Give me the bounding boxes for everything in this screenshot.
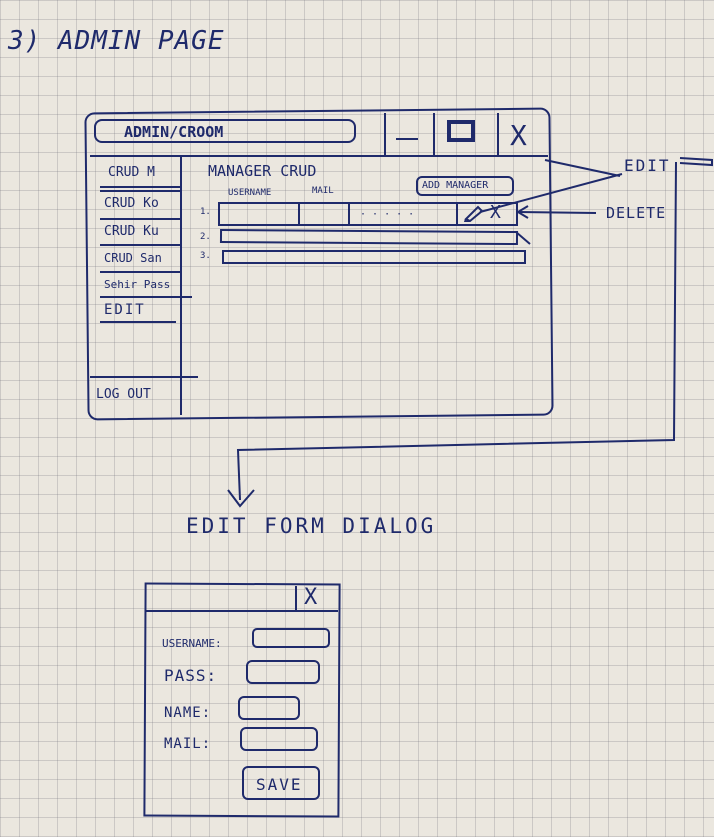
- cell-divider: [456, 202, 458, 226]
- cell-divider: [298, 202, 300, 226]
- row-cell: [218, 202, 518, 226]
- add-manager-label: ADD MANAGER: [422, 180, 489, 191]
- add-manager-button[interactable]: ADD MANAGER: [416, 176, 514, 196]
- logout-divider: [90, 376, 198, 378]
- sidebar-item-sehir-pass[interactable]: Sehir Pass: [100, 274, 192, 298]
- form-row-pass: PASS:: [160, 660, 336, 688]
- sidebar-item-edit[interactable]: EDIT: [100, 299, 176, 323]
- sidebar-item-label: CRUD San: [104, 251, 162, 265]
- mail-field[interactable]: [240, 727, 318, 751]
- cell-divider: [348, 202, 350, 226]
- pass-field[interactable]: [246, 660, 320, 684]
- table-row[interactable]: 2.: [200, 228, 522, 246]
- row-index: 1.: [200, 207, 211, 217]
- row-index: 2.: [200, 232, 211, 242]
- sidebar-item-label: Sehir Pass: [104, 278, 171, 291]
- save-label: SAVE: [256, 775, 303, 794]
- section-title: MANAGER CRUD: [208, 162, 317, 180]
- address-bar[interactable]: ADMIN/CROOM: [94, 119, 356, 143]
- sidebar-item-label: EDIT: [104, 302, 146, 318]
- form-row-mail: MAIL:: [160, 727, 336, 755]
- sidebar-item-crud-m[interactable]: CRUD M: [100, 160, 180, 188]
- sidebar-item-label: CRUD M: [108, 165, 155, 180]
- username-label: USERNAME:: [162, 637, 222, 650]
- column-header-mail: MAIL: [312, 186, 334, 196]
- sidebar-item-crud-san[interactable]: CRUD San: [100, 247, 180, 273]
- row-index: 3.: [200, 251, 211, 261]
- dialog-close-button[interactable]: X: [304, 585, 318, 610]
- logout-label: LOG OUT: [96, 387, 151, 402]
- control-divider: [384, 113, 386, 155]
- title-bar-divider: [90, 155, 548, 157]
- username-field[interactable]: [252, 628, 330, 648]
- sidebar-item-label: CRUD Ko: [104, 196, 159, 211]
- address-text: ADMIN/CROOM: [124, 123, 224, 141]
- name-field[interactable]: [238, 696, 300, 720]
- form-row-name: NAME:: [160, 696, 336, 724]
- mail-label: MAIL:: [164, 736, 212, 752]
- delete-annotation: DELETE: [606, 204, 667, 222]
- control-divider: [497, 113, 499, 155]
- name-label: NAME:: [164, 705, 212, 721]
- row-dots: · · · · ·: [360, 209, 415, 220]
- table-row[interactable]: 1. · · · · · X: [200, 200, 518, 226]
- save-button[interactable]: SAVE: [242, 766, 320, 800]
- minimize-button[interactable]: [388, 118, 432, 152]
- sidebar-item-crud-ku[interactable]: CRUD Ku: [100, 220, 180, 246]
- sidebar-item-label: CRUD Ku: [104, 224, 159, 239]
- sidebar-divider: [180, 157, 182, 415]
- pass-label: PASS:: [164, 666, 218, 685]
- dialog-close-divider: [295, 586, 297, 610]
- dialog-title-divider: [146, 610, 338, 612]
- maximize-icon: [447, 120, 475, 142]
- control-divider: [433, 113, 435, 155]
- page-heading: 3) ADMIN PAGE: [8, 26, 225, 56]
- row-delete-icon[interactable]: X: [490, 202, 501, 223]
- close-button[interactable]: X: [500, 118, 546, 152]
- column-header-username: USERNAME: [228, 188, 272, 198]
- maximize-button[interactable]: [437, 118, 495, 152]
- edit-annotation: EDIT: [624, 156, 671, 175]
- minimize-icon: [396, 138, 418, 140]
- close-icon: X: [510, 119, 527, 152]
- table-row[interactable]: 3.: [200, 248, 530, 266]
- row-cell: [222, 250, 526, 264]
- logout-button[interactable]: LOG OUT: [92, 382, 178, 410]
- dialog-heading: EDIT FORM DIALOG: [186, 514, 437, 538]
- sidebar-item-crud-ko[interactable]: CRUD Ko: [100, 190, 180, 220]
- form-row-username: USERNAME:: [160, 628, 336, 652]
